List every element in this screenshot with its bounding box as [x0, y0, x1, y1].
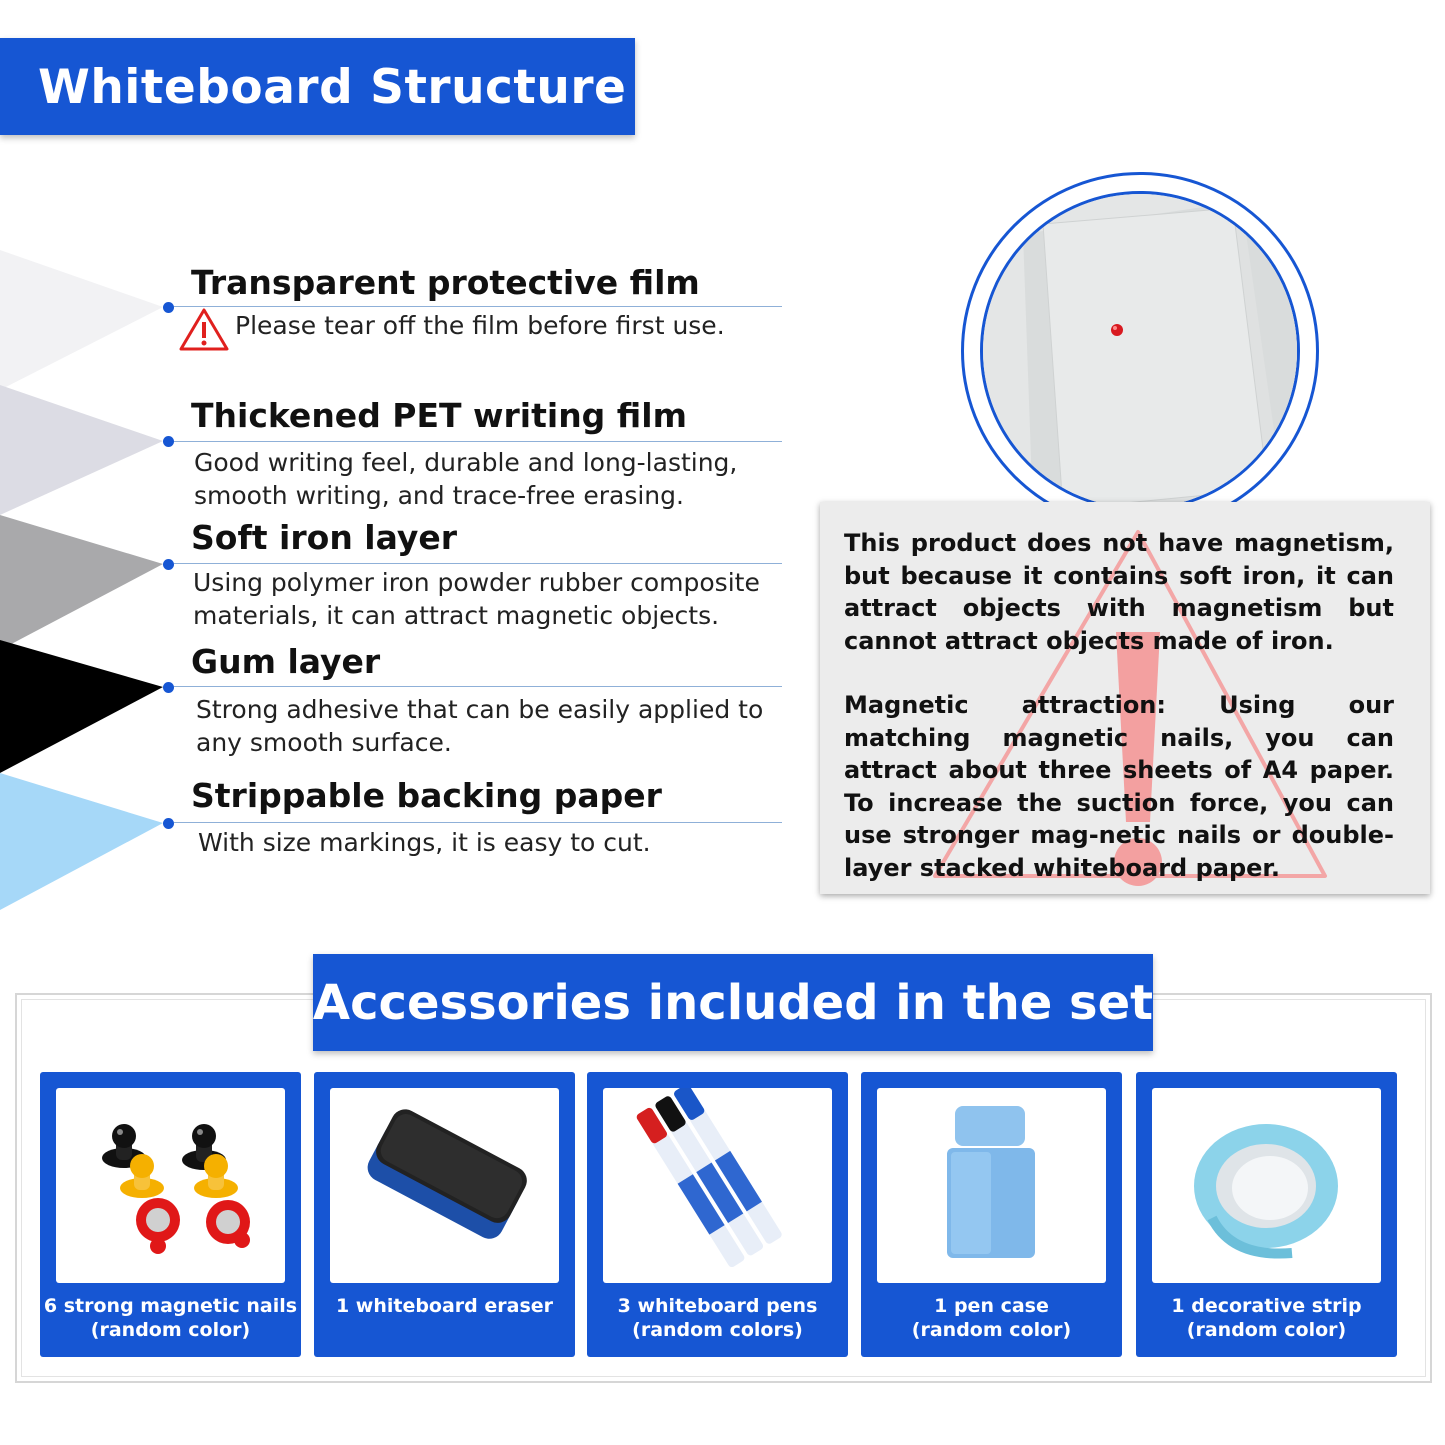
layer-bullet: [163, 682, 174, 693]
accessory-card-magnetic-nails: 6 strong magnetic nails (random color): [40, 1072, 301, 1357]
accessory-label-line: (random color): [90, 1319, 251, 1341]
accessory-label-line: 3 whiteboard pens: [617, 1295, 818, 1317]
layer-title: Thickened PET writing film: [191, 396, 687, 435]
layer-description: With size markings, it is easy to cut.: [198, 828, 651, 857]
title-banner: Whiteboard Structure: [0, 38, 635, 135]
layer-description: materials, it can attract magnetic objec…: [193, 601, 720, 630]
accessory-label-line: 1 decorative strip: [1171, 1295, 1362, 1317]
accessory-label: 3 whiteboard pens (random colors): [587, 1294, 848, 1342]
accessory-label-line: 6 strong magnetic nails: [43, 1295, 298, 1317]
layer-description: Using polymer iron powder rubber composi…: [193, 568, 760, 597]
accessory-label: 6 strong magnetic nails (random color): [40, 1294, 301, 1342]
accessory-label-line: (random color): [911, 1319, 1072, 1341]
accessories-banner: Accessories included in the set: [313, 954, 1153, 1051]
tape-roll-photo: [1152, 1088, 1381, 1283]
layer-wedge-backing-paper: [0, 773, 163, 910]
layer-bullet: [163, 436, 174, 447]
warning-icon: [179, 308, 229, 351]
accessory-card-pen-case: 1 pen case (random color): [861, 1072, 1122, 1357]
layer-bullet: [163, 302, 174, 313]
paper-closeup-photo: [980, 191, 1300, 511]
layer-stack-illustration: [0, 250, 163, 910]
layer-wedge-soft-iron: [0, 515, 163, 650]
magnetism-notice: This product does not have magnetism, bu…: [820, 502, 1430, 894]
accessory-card-eraser: 1 whiteboard eraser: [314, 1072, 575, 1357]
page-title: Whiteboard Structure: [38, 60, 627, 115]
layer-title: Strippable backing paper: [191, 776, 662, 815]
magnetic-nails-photo: [56, 1088, 285, 1283]
paper-closeup-frame: [961, 172, 1319, 530]
layer-wedge-protective-film: [0, 250, 163, 390]
layer-description: any smooth surface.: [196, 728, 452, 757]
accessory-label: 1 pen case (random color): [861, 1294, 1122, 1342]
divider: [174, 441, 782, 442]
accessory-card-pens: 3 whiteboard pens (random colors): [587, 1072, 848, 1357]
pin-icon: [1111, 324, 1123, 336]
layer-wedge-gum: [0, 640, 163, 773]
divider: [174, 563, 782, 564]
pen-case-photo: [877, 1088, 1106, 1283]
layer-title: Transparent protective film: [191, 263, 700, 302]
layer-title: Soft iron layer: [191, 518, 458, 557]
layer-bullet: [163, 818, 174, 829]
accessory-label-line: (random color): [1186, 1319, 1347, 1341]
accessory-label-line: 1 whiteboard eraser: [335, 1295, 554, 1317]
layer-description: Good writing feel, durable and long-last…: [194, 448, 738, 477]
accessories-title: Accessories included in the set: [312, 974, 1154, 1031]
pens-photo: [603, 1088, 832, 1283]
accessory-label: 1 decorative strip (random color): [1136, 1294, 1397, 1342]
divider: [174, 686, 782, 687]
warning-watermark-icon: [933, 530, 1327, 886]
eraser-photo: [330, 1088, 559, 1283]
layer-description: Please tear off the film before first us…: [235, 311, 725, 340]
layer-wedge-pet-film: [0, 385, 163, 515]
layer-description: Strong adhesive that can be easily appli…: [196, 695, 764, 724]
divider: [174, 822, 782, 823]
notice-paragraph-1: This product does not have magnetism, bu…: [844, 529, 1394, 655]
accessory-label-line: (random colors): [632, 1319, 803, 1341]
notice-paragraph-2: Magnetic attraction: Using our matching …: [844, 691, 1394, 882]
divider: [174, 306, 782, 307]
accessory-card-decorative-strip: 1 decorative strip (random color): [1136, 1072, 1397, 1357]
accessory-label: 1 whiteboard eraser: [314, 1294, 575, 1318]
paper-sheets-image: [983, 194, 1297, 508]
layer-bullet: [163, 559, 174, 570]
layer-title: Gum layer: [191, 642, 381, 681]
layer-description: smooth writing, and trace-free erasing.: [194, 481, 684, 510]
accessory-label-line: 1 pen case: [934, 1295, 1049, 1317]
